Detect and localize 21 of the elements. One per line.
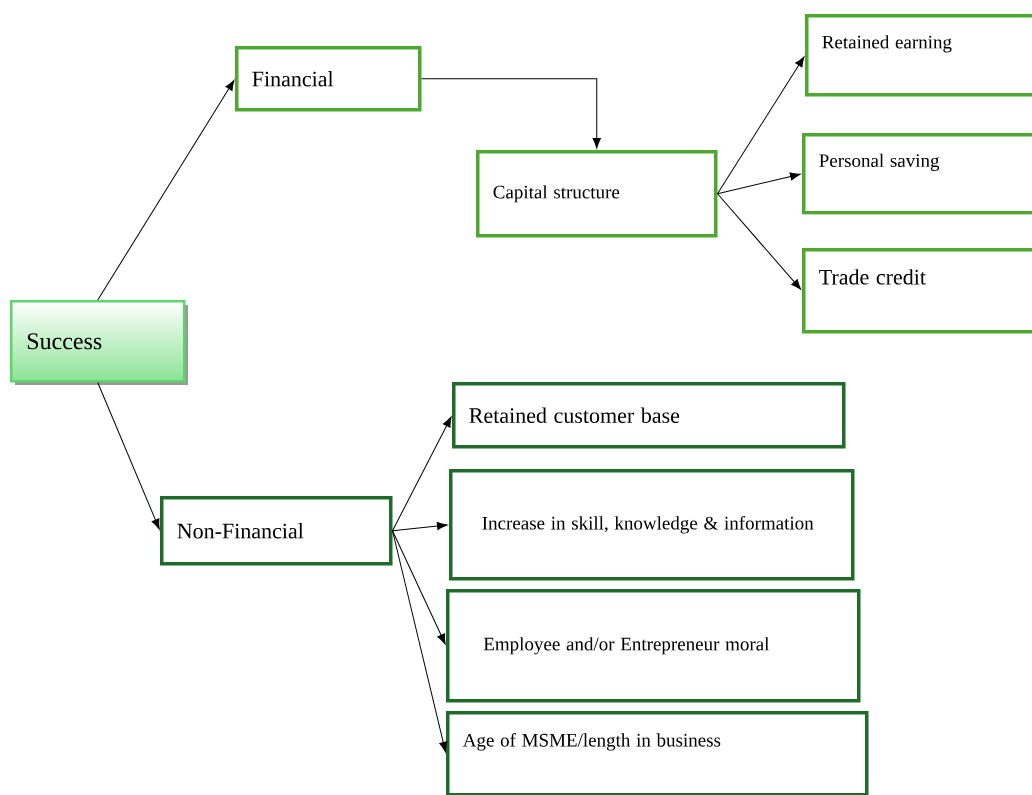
arrow (717, 56, 805, 195)
process-box: Retained earning (805, 14, 1032, 97)
process-box: Increase in skill, knowledge & information (449, 469, 855, 581)
process-box: Age of MSME/length in business (446, 711, 869, 795)
arrow (717, 172, 801, 195)
process-box: Employee and/or Entrepreneur moral (446, 589, 861, 703)
arrow (717, 193, 802, 290)
arrow (392, 530, 448, 753)
gradient-box: Success (10, 300, 188, 385)
arrow (421, 78, 601, 149)
process-box: Personal saving (802, 133, 1032, 215)
process-box: Retained customer base (452, 382, 846, 449)
arrow (392, 416, 452, 532)
arrow (97, 382, 160, 530)
arrow (392, 530, 446, 645)
process-box: Capital structure (476, 150, 718, 238)
arrow (392, 521, 448, 532)
process-box: Financial (235, 46, 422, 112)
process-box: Trade credit (802, 248, 1032, 334)
process-box: Non-Financial (160, 496, 393, 566)
arrow (97, 80, 235, 301)
